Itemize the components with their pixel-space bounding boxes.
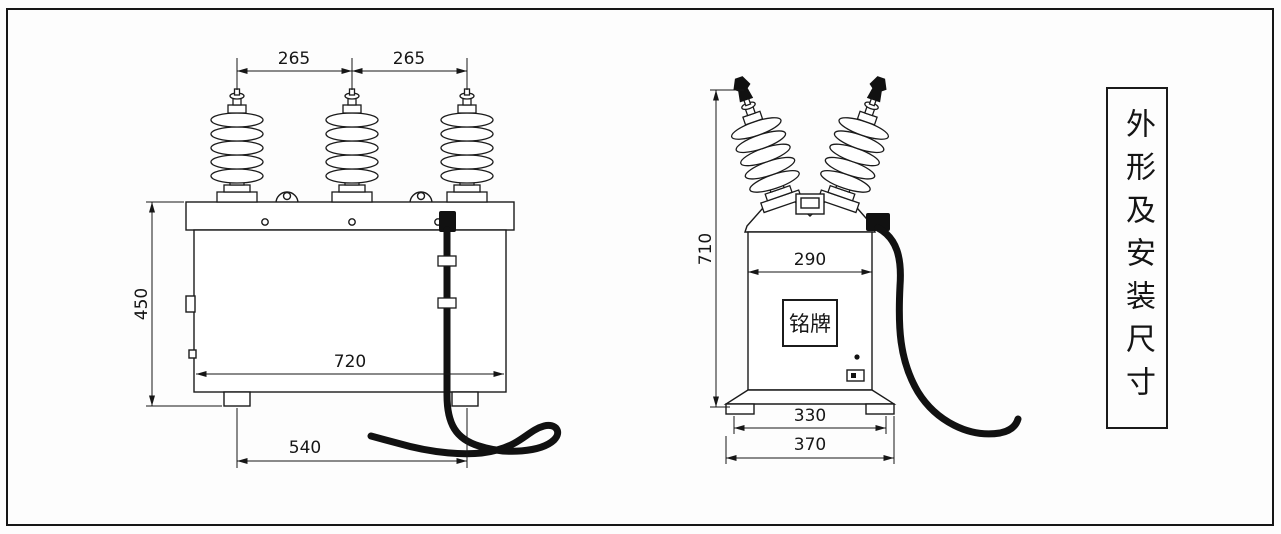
dim-bushing-spacing: [236, 58, 468, 90]
cable-front: [367, 226, 562, 458]
lug-hole-right: [416, 191, 426, 201]
cable-connector-front: [439, 211, 456, 232]
cable-connector-side: [866, 213, 890, 231]
dim-label-265-left: 265: [278, 49, 310, 69]
nameplate-label: 铭牌: [789, 312, 831, 336]
left-bracket: [188, 349, 197, 359]
dim-base-width: [725, 416, 895, 464]
bushing-center-icon: [325, 88, 379, 203]
dim-body-height: [146, 201, 222, 407]
terminal-cap-icon: [866, 76, 887, 103]
base-skirt: [723, 389, 897, 405]
title-panel: 外形及安装尺寸: [1106, 87, 1168, 429]
side-foot-right: [865, 403, 895, 415]
cable-clamp-1: [437, 255, 457, 267]
side-view: [720, 76, 900, 415]
lug-hole-left: [282, 191, 292, 201]
dim-label-540: 540: [289, 438, 321, 458]
handle-bracket-inner: [800, 197, 820, 209]
drain-dot: [854, 354, 860, 360]
dim-label-450: 450: [132, 288, 152, 320]
cable-side: [874, 224, 1022, 438]
dim-label-720: 720: [334, 352, 366, 372]
dim-mounting-span: [236, 408, 468, 468]
ground-terminal: [185, 295, 196, 313]
terminal-cap-icon: [733, 76, 754, 103]
foot-right: [451, 391, 479, 407]
bushing-side-left-icon: [720, 76, 809, 216]
terminal-block-mark: [851, 373, 856, 378]
lid: [185, 201, 515, 231]
nameplate: [782, 299, 838, 347]
bushing-left-icon: [210, 88, 264, 203]
cable-clamp-2: [437, 297, 457, 309]
dim-label-710: 710: [696, 233, 716, 265]
title-text: 外形及安装尺寸: [1120, 107, 1155, 409]
foot-left: [223, 391, 251, 407]
front-view: [185, 88, 515, 407]
bolt-icon: [261, 218, 269, 226]
sheet-border: [6, 8, 1274, 526]
dim-label-265-right: 265: [393, 49, 425, 69]
dim-label-370: 370: [794, 435, 826, 455]
dim-label-330: 330: [794, 406, 826, 426]
dim-overall-height: [710, 89, 744, 408]
bushing-side-right-icon: [811, 76, 900, 216]
bushing-right-icon: [440, 88, 494, 203]
dim-label-290: 290: [794, 250, 826, 270]
dim-foot-span: [733, 416, 887, 434]
side-foot-left: [725, 403, 755, 415]
bolt-icon: [348, 218, 356, 226]
